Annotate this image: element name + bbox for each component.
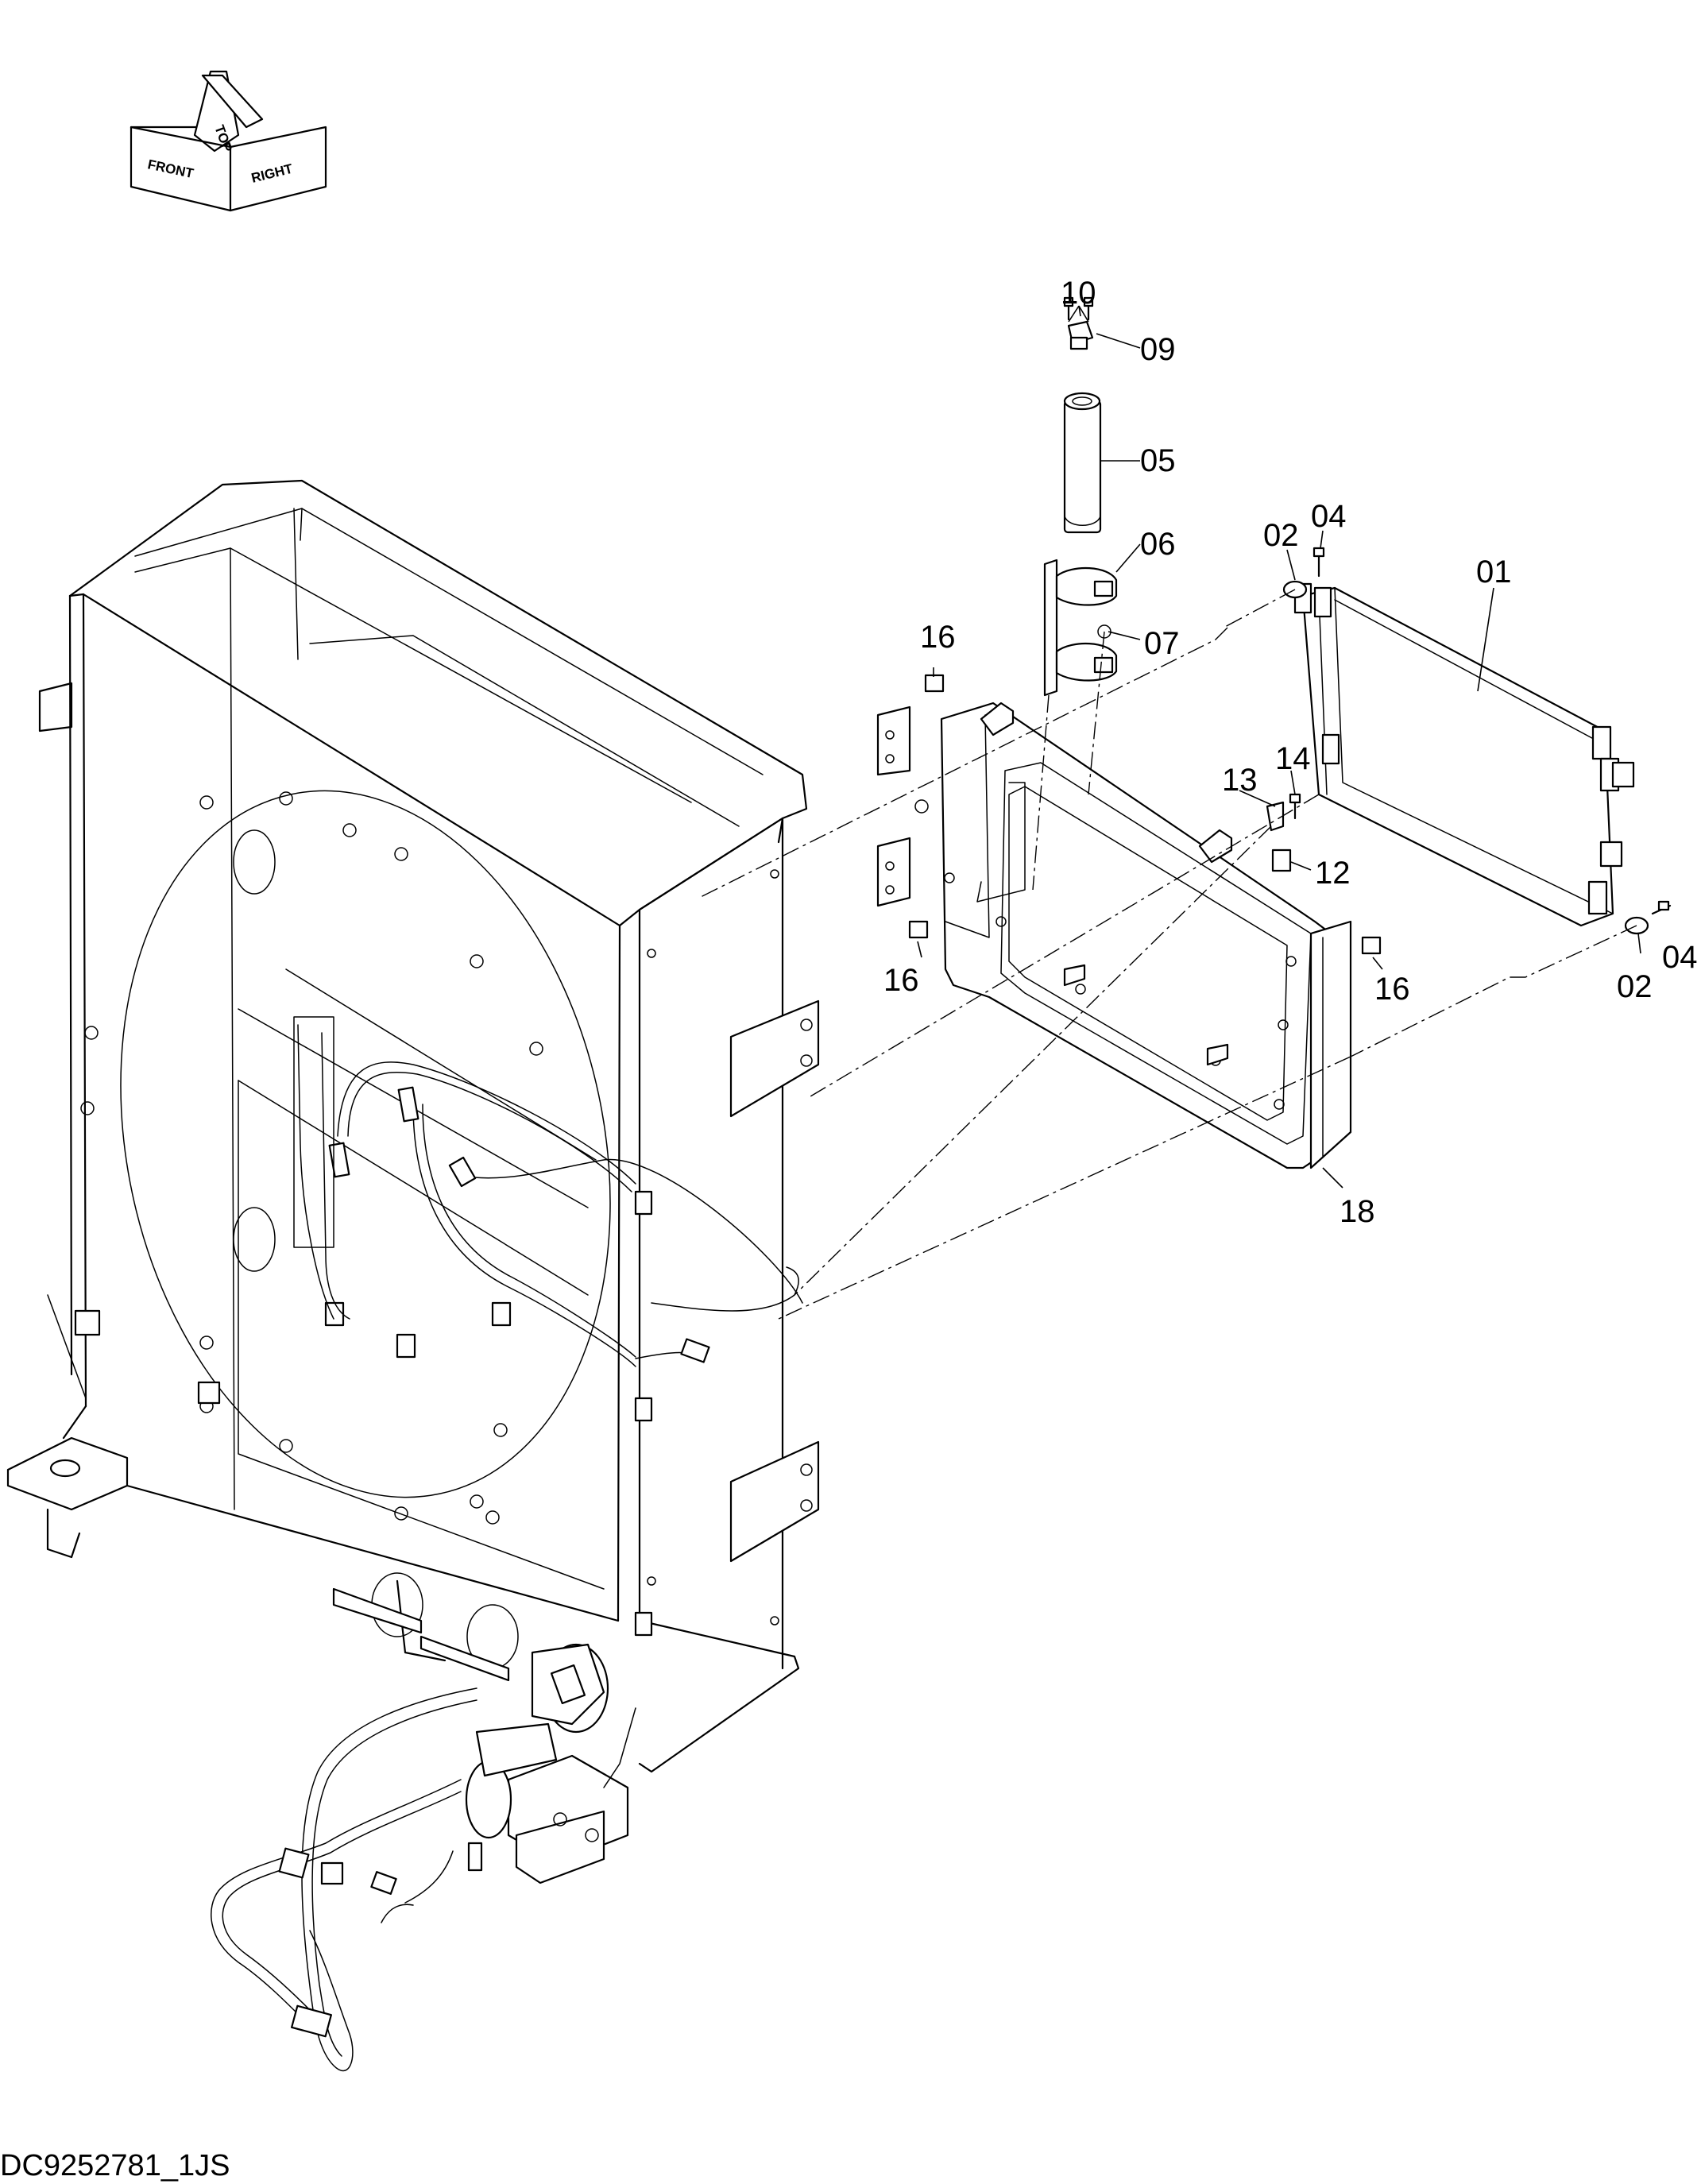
radiator-shroud-frame xyxy=(6,479,820,1773)
orientation-cube-icon: FRONT TOP RIGHT xyxy=(130,70,327,212)
label-04-bottom: 04 xyxy=(1662,940,1698,975)
label-13: 13 xyxy=(1222,763,1258,798)
label-05: 05 xyxy=(1140,443,1176,478)
label-02-top: 02 xyxy=(1263,518,1299,553)
label-18: 18 xyxy=(1340,1194,1375,1229)
label-10: 10 xyxy=(1061,276,1096,311)
label-09: 09 xyxy=(1140,332,1176,367)
label-02-bottom: 02 xyxy=(1617,969,1653,1004)
condenser-mounting-frame xyxy=(876,702,1352,1169)
condenser-core xyxy=(1293,582,1635,927)
label-01: 01 xyxy=(1476,555,1512,589)
label-04-top: 04 xyxy=(1311,499,1347,534)
drawing-code: DC9252781_1JS xyxy=(0,2149,230,2182)
label-12: 12 xyxy=(1315,856,1351,891)
phantom-lines xyxy=(698,589,1637,1320)
label-07: 07 xyxy=(1144,626,1180,661)
label-14: 14 xyxy=(1275,741,1311,776)
label-06: 06 xyxy=(1140,527,1176,562)
part-labels: 10 09 05 06 07 02 04 01 16 13 14 12 16 1… xyxy=(883,276,1698,1229)
receiver-drier xyxy=(1063,320,1102,534)
refrigerant-hoses xyxy=(74,1016,803,1682)
compressor-assembly xyxy=(465,1643,636,1884)
external-hose-loop xyxy=(211,1687,483,2072)
label-16-top: 16 xyxy=(920,620,956,655)
label-16-right: 16 xyxy=(1374,972,1410,1007)
leader-lines xyxy=(917,305,1641,1189)
receiver-drier-bracket xyxy=(1043,559,1118,697)
shroud-bolt-heads xyxy=(80,791,779,1625)
label-16-left: 16 xyxy=(883,963,919,998)
